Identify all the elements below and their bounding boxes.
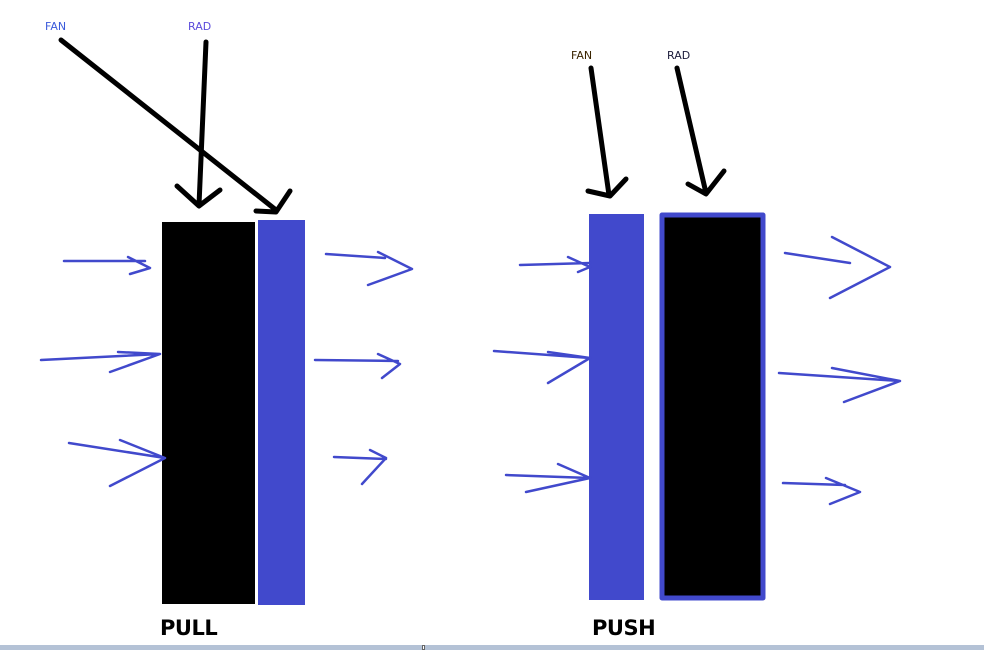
pull-title: PULL — [160, 616, 218, 640]
horizontal-scrollbar[interactable] — [0, 645, 984, 650]
pull-radiator — [162, 222, 255, 604]
push-radiator — [659, 212, 766, 601]
scrollbar-handle[interactable] — [422, 645, 425, 650]
pull-fan — [258, 220, 305, 605]
fan-pointer-arrow — [585, 65, 629, 199]
push-rad-label: RAD — [667, 49, 691, 62]
rad-pointer-arrow — [674, 65, 727, 197]
pull-airflow-arrows — [39, 250, 414, 488]
fan-pointer-arrow — [58, 37, 293, 215]
push-title: PUSH — [592, 616, 656, 640]
pull-fan-label: FAN — [45, 20, 67, 33]
push-pointer-arrows — [585, 65, 727, 199]
push-airflow-arrows — [492, 235, 902, 506]
push-fan — [589, 214, 644, 600]
push-fan-label: FAN — [571, 49, 593, 62]
pull-rad-label: RAD — [188, 20, 212, 33]
pull-pointer-arrows — [58, 37, 293, 215]
rad-pointer-arrow — [174, 39, 223, 209]
